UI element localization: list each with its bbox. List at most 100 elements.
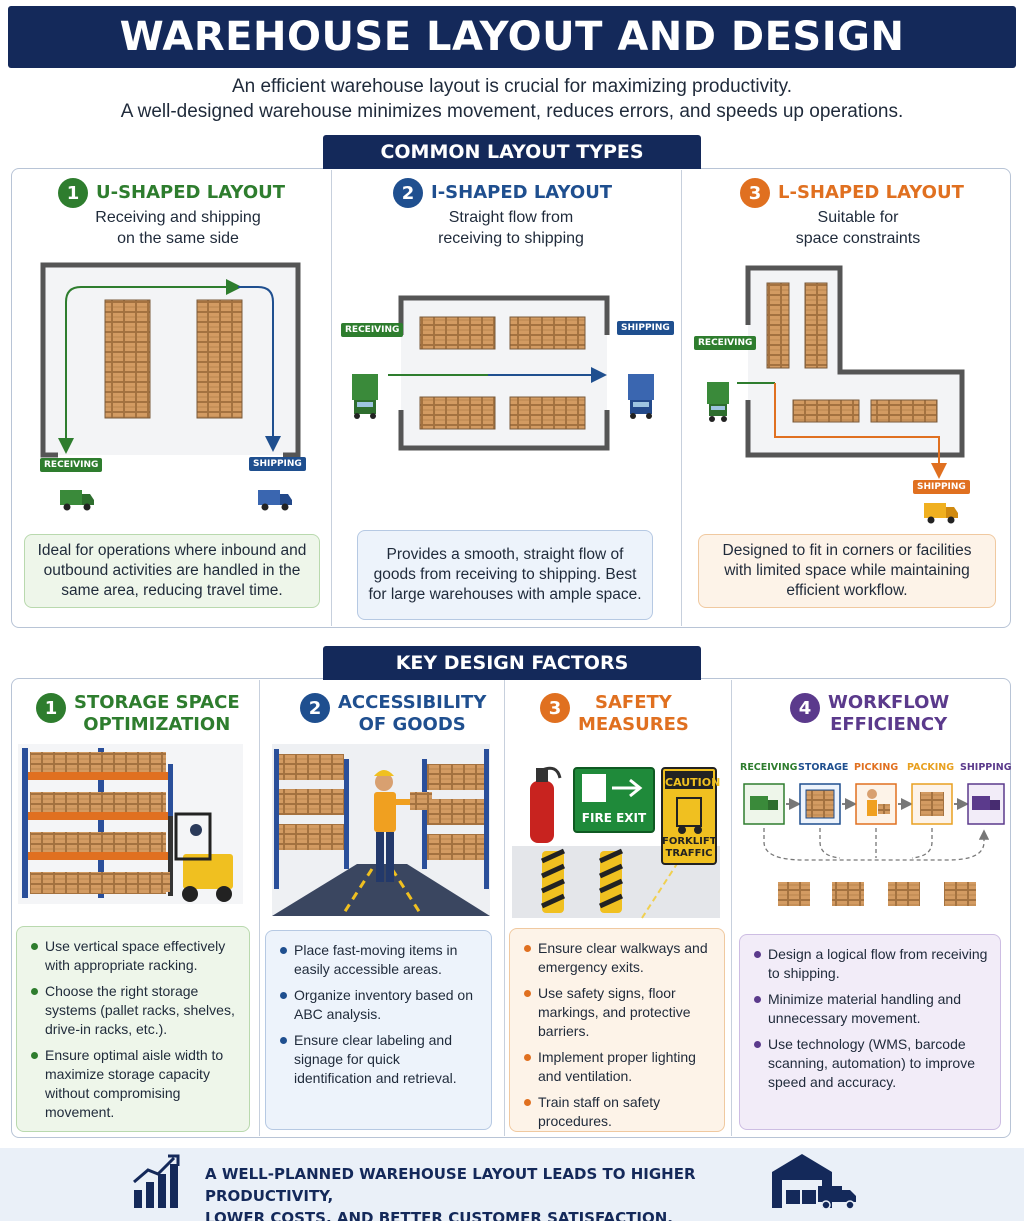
subtitle-line: Straight flow from — [448, 209, 574, 226]
factor-title: STORAGE SPACE OPTIMIZATION — [74, 692, 240, 736]
l-shaped-description: Designed to fit in corners or facilities… — [698, 534, 996, 608]
divider — [504, 680, 505, 1136]
bullet-item: Use safety signs, floor markings, and pr… — [524, 984, 714, 1041]
title-bar: WAREHOUSE LAYOUT AND DESIGN — [8, 6, 1016, 68]
racking-forklift-illustration — [18, 744, 243, 904]
warehouse-truck-icon — [772, 1154, 856, 1210]
truck-icon — [924, 503, 958, 524]
number-badge: 4 — [790, 693, 820, 723]
factor-storage-heading: 1 STORAGE SPACE OPTIMIZATION — [36, 692, 240, 736]
intro-line-2: A well-designed warehouse minimizes move… — [120, 101, 904, 122]
l-shaped-title: L-SHAPED LAYOUT — [778, 182, 964, 203]
factor-accessibility-heading: 2 ACCESSIBILITY OF GOODS — [300, 692, 486, 736]
bullet-item: Implement proper lighting and ventilatio… — [524, 1048, 714, 1086]
bullet-item: Minimize material handling and unnecessa… — [754, 990, 990, 1028]
footer-line: A WELL-PLANNED WAREHOUSE LAYOUT LEADS TO… — [205, 1165, 696, 1205]
bullet-item: Use technology (WMS, barcode scanning, a… — [754, 1035, 990, 1092]
sign-line: TRAFFIC — [665, 848, 713, 859]
layout-types-heading: COMMON LAYOUT TYPES — [323, 135, 701, 169]
intro-line-1: An efficient warehouse layout is crucial… — [231, 76, 793, 97]
flow-step-storage: STORAGE — [798, 762, 849, 773]
bullet-item: Ensure optimal aisle width to maximize s… — [31, 1046, 239, 1122]
factor-workflow-heading: 4 WORKFLOW EFFICIENCY — [790, 692, 949, 736]
divider — [331, 170, 332, 626]
u-shaped-floorplan — [40, 262, 301, 458]
growth-chart-icon — [133, 1154, 180, 1208]
workflow-diagram — [743, 783, 1005, 906]
truck-icon — [628, 374, 654, 419]
i-shaped-floorplan — [388, 295, 610, 451]
worker-picking-illustration — [272, 744, 490, 917]
factor-safety-heading: 3 SAFETY MEASURES — [540, 692, 689, 736]
footer-line: LOWER COSTS, AND BETTER CUSTOMER SATISFA… — [205, 1209, 673, 1221]
caution-sign-text: CAUTION — [665, 776, 721, 789]
truck-icon — [352, 374, 378, 419]
design-factors-heading: KEY DESIGN FACTORS — [323, 646, 701, 680]
factor-storage-bullets: Use vertical space effectively with appr… — [16, 926, 250, 1132]
l-shaped-subtitle: Suitable for space constraints — [722, 207, 994, 249]
sign-line: FORKLIFT — [662, 836, 717, 847]
number-badge: 3 — [540, 693, 570, 723]
divider — [731, 680, 732, 1136]
truck-icon — [707, 382, 729, 422]
flow-step-shipping: SHIPPING — [960, 762, 1012, 773]
title-line: EFFICIENCY — [830, 714, 948, 735]
number-badge: 3 — [740, 178, 770, 208]
l-shaped-floorplan — [737, 265, 965, 479]
truck-icon — [258, 490, 292, 511]
bullet-item: Design a logical flow from receiving to … — [754, 945, 990, 983]
title-line: MEASURES — [578, 714, 689, 735]
u-shaped-description: Ideal for operations where inbound and o… — [24, 534, 320, 608]
bullet-item: Train staff on safety procedures. — [524, 1093, 714, 1131]
subtitle-line: receiving to shipping — [438, 230, 584, 247]
number-badge: 2 — [393, 178, 423, 208]
intro-text: An efficient warehouse layout is crucial… — [0, 74, 1024, 124]
i-shaped-heading: 2 I-SHAPED LAYOUT — [393, 178, 612, 208]
footer-message: A WELL-PLANNED WAREHOUSE LAYOUT LEADS TO… — [205, 1163, 785, 1221]
factor-accessibility-bullets: Place fast-moving items in easily access… — [265, 930, 492, 1130]
u-shaped-heading: 1 U-SHAPED LAYOUT — [58, 178, 285, 208]
factor-title: WORKFLOW EFFICIENCY — [828, 692, 949, 736]
bullet-item: Ensure clear walkways and emergency exit… — [524, 939, 714, 977]
factor-safety-bullets: Ensure clear walkways and emergency exit… — [509, 928, 725, 1132]
divider — [681, 170, 682, 626]
l-receiving-label: RECEIVING — [694, 336, 757, 350]
title-line: STORAGE SPACE — [74, 692, 240, 713]
i-receiving-label: RECEIVING — [341, 323, 404, 337]
flow-step-packing: PACKING — [907, 762, 955, 773]
page-title: WAREHOUSE LAYOUT AND DESIGN — [119, 14, 905, 60]
bullet-item: Ensure clear labeling and signage for qu… — [280, 1031, 481, 1088]
title-line: ACCESSIBILITY — [338, 692, 487, 713]
title-line: OF GOODS — [358, 714, 466, 735]
title-line: SAFETY — [595, 692, 672, 713]
factor-workflow-bullets: Design a logical flow from receiving to … — [739, 934, 1001, 1130]
bullet-item: Use vertical space effectively with appr… — [31, 937, 239, 975]
l-shipping-label: SHIPPING — [913, 480, 970, 494]
flow-step-picking: PICKING — [854, 762, 899, 773]
factor-title: ACCESSIBILITY OF GOODS — [338, 692, 486, 736]
divider — [259, 680, 260, 1136]
i-shipping-label: SHIPPING — [617, 321, 674, 335]
subtitle-line: space constraints — [795, 230, 921, 247]
u-shaped-subtitle: Receiving and shipping on the same side — [40, 207, 316, 249]
title-line: OPTIMIZATION — [83, 714, 231, 735]
bullet-item: Place fast-moving items in easily access… — [280, 941, 481, 979]
number-badge: 1 — [36, 693, 66, 723]
fire-exit-sign-text: FIRE EXIT — [581, 811, 647, 825]
i-shaped-subtitle: Straight flow from receiving to shipping — [375, 207, 647, 249]
factor-title: SAFETY MEASURES — [578, 692, 689, 736]
bullet-item: Organize inventory based on ABC analysis… — [280, 986, 481, 1024]
number-badge: 2 — [300, 693, 330, 723]
u-receiving-label: RECEIVING — [40, 458, 103, 472]
bullet-item: Choose the right storage systems (pallet… — [31, 982, 239, 1039]
u-shaped-title: U-SHAPED LAYOUT — [96, 182, 286, 203]
subtitle-line: Receiving and shipping — [95, 209, 261, 226]
u-shipping-label: SHIPPING — [249, 457, 306, 471]
l-shaped-heading: 3 L-SHAPED LAYOUT — [740, 178, 964, 208]
number-badge: 1 — [58, 178, 88, 208]
truck-icon — [60, 490, 94, 511]
flow-step-receiving: RECEIVING — [740, 762, 798, 773]
subtitle-line: Suitable for — [817, 209, 899, 226]
subtitle-line: on the same side — [117, 230, 239, 247]
i-shaped-title: I-SHAPED LAYOUT — [431, 182, 613, 203]
